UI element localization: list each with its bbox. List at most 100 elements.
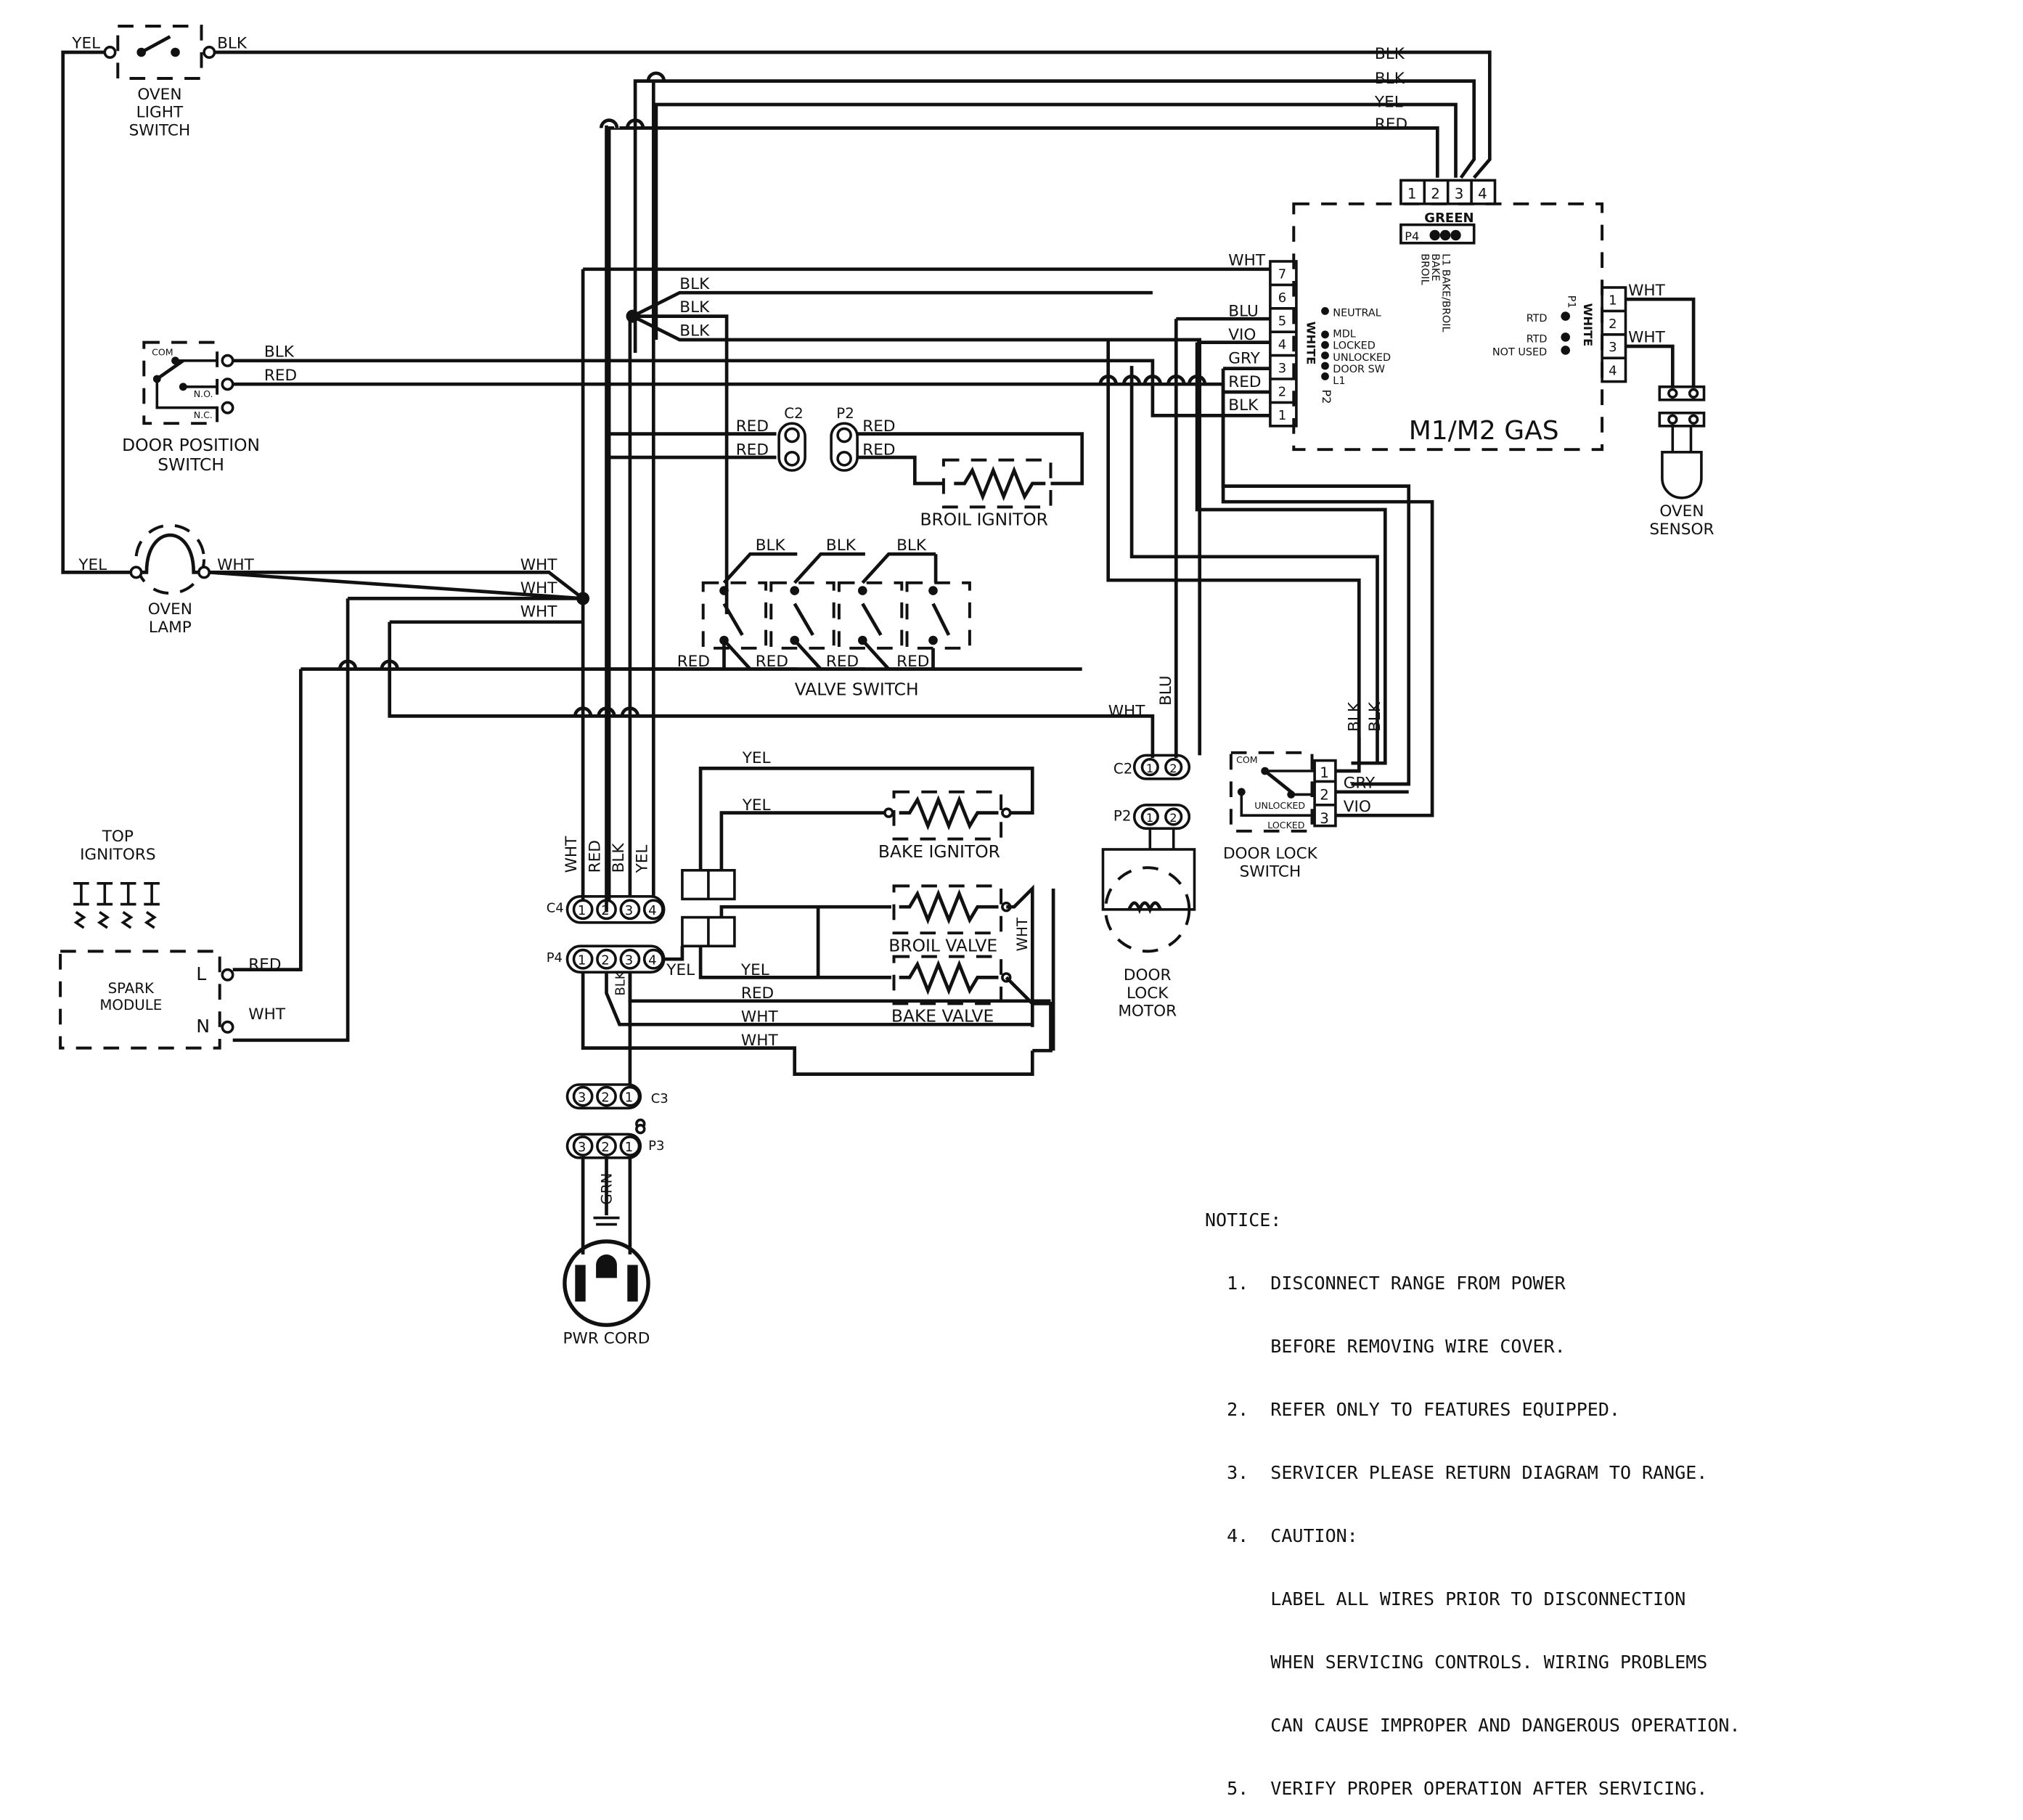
green-connector-label: GREEN bbox=[1424, 211, 1474, 226]
svg-text:7: 7 bbox=[1278, 266, 1286, 282]
wire-label-yel-1: YEL bbox=[1374, 94, 1403, 112]
svg-text:NEUTRAL: NEUTRAL bbox=[1333, 308, 1381, 319]
svg-text:2: 2 bbox=[1431, 186, 1440, 203]
spark-wire-red: RED bbox=[248, 956, 281, 974]
vs-wire-red-3: RED bbox=[826, 653, 859, 671]
broil-ignitor-label: BROIL IGNITOR bbox=[920, 510, 1048, 530]
valve-wire-wht: WHT bbox=[1014, 917, 1031, 951]
svg-text:UNLOCKED: UNLOCKED bbox=[1254, 800, 1305, 811]
svg-text:RTD: RTD bbox=[1527, 313, 1548, 325]
notice-line-2: BEFORE REMOVING WIRE COVER. bbox=[1205, 1336, 1566, 1357]
valve-switch-3 bbox=[837, 552, 936, 650]
svg-text:3: 3 bbox=[625, 903, 633, 918]
svg-text:1: 1 bbox=[625, 1140, 633, 1155]
node-wire-blk-3: BLK bbox=[679, 322, 710, 340]
svg-text:2: 2 bbox=[1278, 384, 1286, 399]
connector-p3: 3 2 1 P3 bbox=[565, 1133, 664, 1159]
vs-wire-red-2: RED bbox=[756, 653, 788, 671]
wire-label-yel: YEL bbox=[71, 35, 100, 53]
valve-wire-wht-2: WHT bbox=[741, 1032, 779, 1050]
svg-text:LOCKED: LOCKED bbox=[1267, 820, 1304, 831]
svg-text:C3: C3 bbox=[651, 1091, 669, 1106]
bake-ignitor-label: BAKE IGNITOR bbox=[878, 841, 1000, 862]
svg-text:L1: L1 bbox=[1333, 375, 1345, 387]
notice-line-6: LABEL ALL WIRES PRIOR TO DISCONNECTION bbox=[1205, 1588, 1686, 1609]
notice-line-9: 5. VERIFY PROPER OPERATION AFTER SERVICI… bbox=[1205, 1778, 1708, 1799]
board-p4-label: P4 bbox=[1405, 229, 1419, 243]
connector-p2-motor: 1 2 P2 bbox=[1113, 804, 1191, 830]
lamp-wire-yel: YEL bbox=[78, 556, 107, 574]
board-wire-red: RED bbox=[1228, 373, 1261, 391]
wire-crossovers bbox=[338, 71, 1207, 717]
wire-label-blk: BLK bbox=[217, 35, 248, 53]
sensor-wire-wht-2: WHT bbox=[1628, 329, 1666, 347]
connector-c2-top: C2 bbox=[777, 405, 806, 472]
svg-text:BROIL: BROIL bbox=[1419, 253, 1431, 285]
svg-text:LOCKED: LOCKED bbox=[1333, 340, 1376, 352]
svg-text:2: 2 bbox=[1169, 811, 1177, 825]
bake-ignitor: BAKE IGNITOR bbox=[878, 790, 1012, 862]
svg-text:3: 3 bbox=[625, 952, 633, 968]
svg-text:BAKE: BAKE bbox=[1429, 253, 1441, 281]
svg-text:4: 4 bbox=[1609, 364, 1617, 379]
spark-wire-wht: WHT bbox=[248, 1005, 286, 1024]
svg-text:4: 4 bbox=[648, 952, 656, 968]
board-p2-white-label: WHITE bbox=[1304, 322, 1317, 365]
control-board-m1-m2-gas: M1/M2 GAS 7 6 5 4 3 2 1 WHITE P2 NEUTRAL… bbox=[1269, 202, 1627, 452]
board-p1-label: P1 bbox=[1565, 295, 1577, 309]
valve-switch-4 bbox=[905, 554, 971, 650]
svg-text:DOOR SW: DOOR SW bbox=[1333, 364, 1385, 375]
board-wire-wht: WHT bbox=[1228, 251, 1266, 269]
wire-label-red-1: RED bbox=[1375, 115, 1407, 134]
board-wire-gry: GRY bbox=[1228, 349, 1260, 367]
svg-text:P2: P2 bbox=[836, 405, 854, 422]
bake-ign-wire-yel-2: YEL bbox=[742, 796, 771, 815]
connector-c2-motor: 1 2 C2 bbox=[1113, 754, 1191, 780]
valve-switch-label: VALVE SWITCH bbox=[795, 680, 919, 700]
c4-wire-wht: WHT bbox=[563, 836, 581, 873]
spark-module-terminal-n: N bbox=[196, 1016, 210, 1037]
svg-text:4: 4 bbox=[1478, 186, 1487, 203]
connector-p2-top: P2 bbox=[830, 405, 859, 472]
c4-wire-blk: BLK bbox=[610, 843, 628, 873]
dps-wire-blk: BLK bbox=[264, 343, 295, 361]
svg-text:2: 2 bbox=[1169, 762, 1177, 775]
svg-text:C4: C4 bbox=[547, 900, 564, 915]
board-p2-label: P2 bbox=[1320, 389, 1333, 404]
svg-text:1: 1 bbox=[1609, 293, 1617, 308]
bake-valve: BAKE VALVE bbox=[891, 955, 1012, 1027]
svg-text:3: 3 bbox=[1609, 340, 1617, 355]
pwr-wire-grn: GRN bbox=[599, 1173, 616, 1205]
svg-text:P3: P3 bbox=[648, 1138, 664, 1154]
bus-wire-wht-3: WHT bbox=[520, 603, 558, 621]
svg-text:3: 3 bbox=[1455, 186, 1464, 203]
svg-text:4: 4 bbox=[1278, 338, 1286, 353]
node-wire-blk-2: BLK bbox=[679, 298, 710, 317]
dlm-wire-blu: BLU bbox=[1157, 675, 1175, 706]
notice-line-8: CAN CAUSE IMPROPER AND DANGEROUS OPERATI… bbox=[1205, 1715, 1741, 1736]
vs-wire-blk-2: BLK bbox=[826, 536, 857, 555]
p2-wire-red-2: RED bbox=[862, 441, 895, 459]
svg-text:5: 5 bbox=[1278, 314, 1286, 329]
board-connector-top: 1 2 3 4 GREEN P4 bbox=[1399, 179, 1497, 245]
node-wire-blk-1: BLK bbox=[679, 275, 710, 293]
svg-text:1: 1 bbox=[1407, 186, 1417, 203]
c2-wire-red-1: RED bbox=[736, 417, 769, 436]
bus-wire-wht-2: WHT bbox=[520, 579, 558, 597]
p4-wire-yel: YEL bbox=[666, 961, 695, 979]
svg-text:N.O.: N.O. bbox=[194, 388, 213, 399]
board-wire-blk: BLK bbox=[1228, 396, 1259, 415]
svg-text:1: 1 bbox=[1278, 408, 1286, 423]
svg-text:6: 6 bbox=[1278, 290, 1286, 306]
dlm-wire-wht: WHT bbox=[1108, 702, 1146, 720]
svg-text:L1 BAKE/BROIL: L1 BAKE/BROIL bbox=[1440, 253, 1452, 332]
svg-text:2: 2 bbox=[601, 1140, 609, 1155]
